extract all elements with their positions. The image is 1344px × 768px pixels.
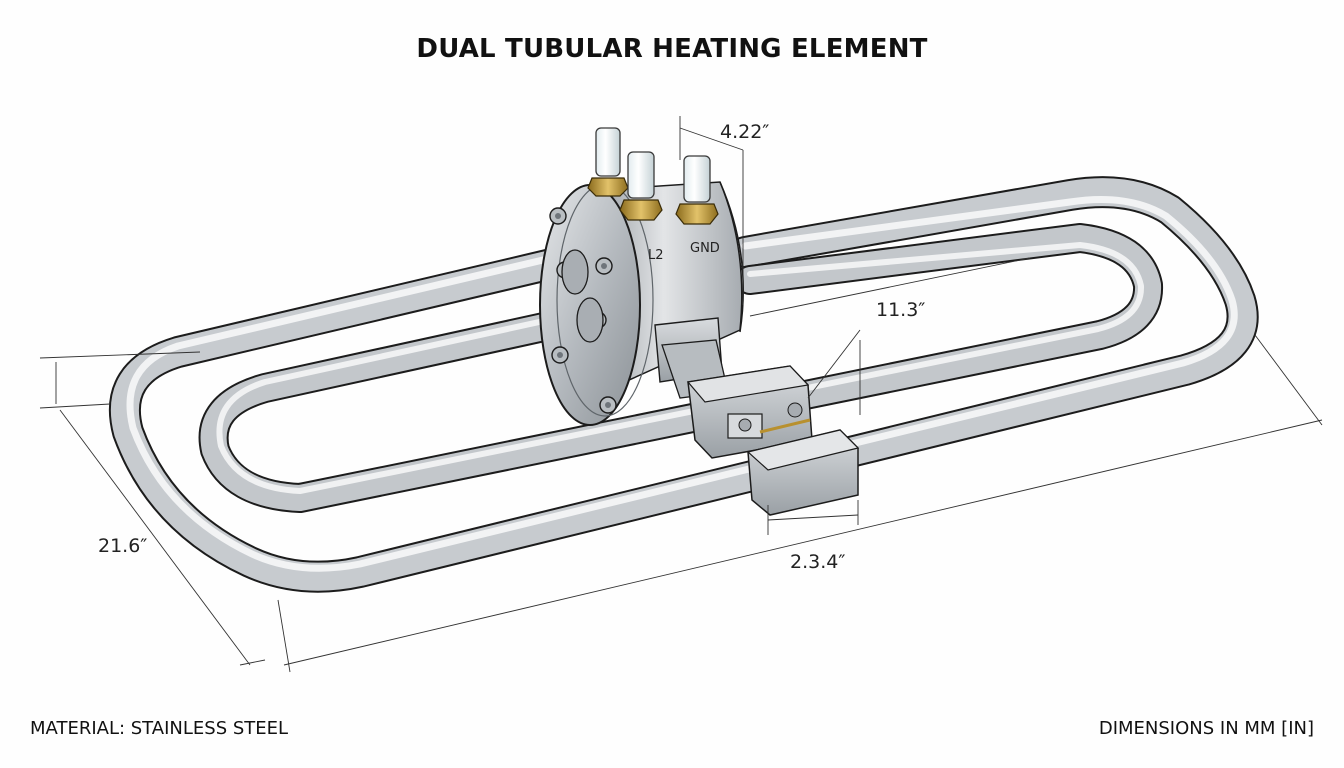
connector-blocks [661,339,860,516]
inner-tube-loop [198,223,1164,513]
dimension-width: 21.6″ [98,535,147,557]
dimension-lines [39,116,1323,673]
terminal-posts [587,127,719,225]
units-note: DIMENSIONS IN MM [IN] [1098,718,1314,739]
terminal-label-l2: L2 [648,248,664,263]
material-note: MATERIAL: STAINLESS STEEL [30,718,289,739]
dimension-terminal-spacing: 4.22″ [720,121,769,143]
dimension-length: 2.3.4″ [790,551,845,573]
outer-tube-loop [108,176,1259,593]
drawing-title: DUAL TUBULAR HEATING ELEMENT [416,34,928,64]
flange-head [539,181,744,426]
dimension-inner-offset: 11.3″ [876,299,925,321]
terminal-label-gnd: GND [690,241,720,256]
